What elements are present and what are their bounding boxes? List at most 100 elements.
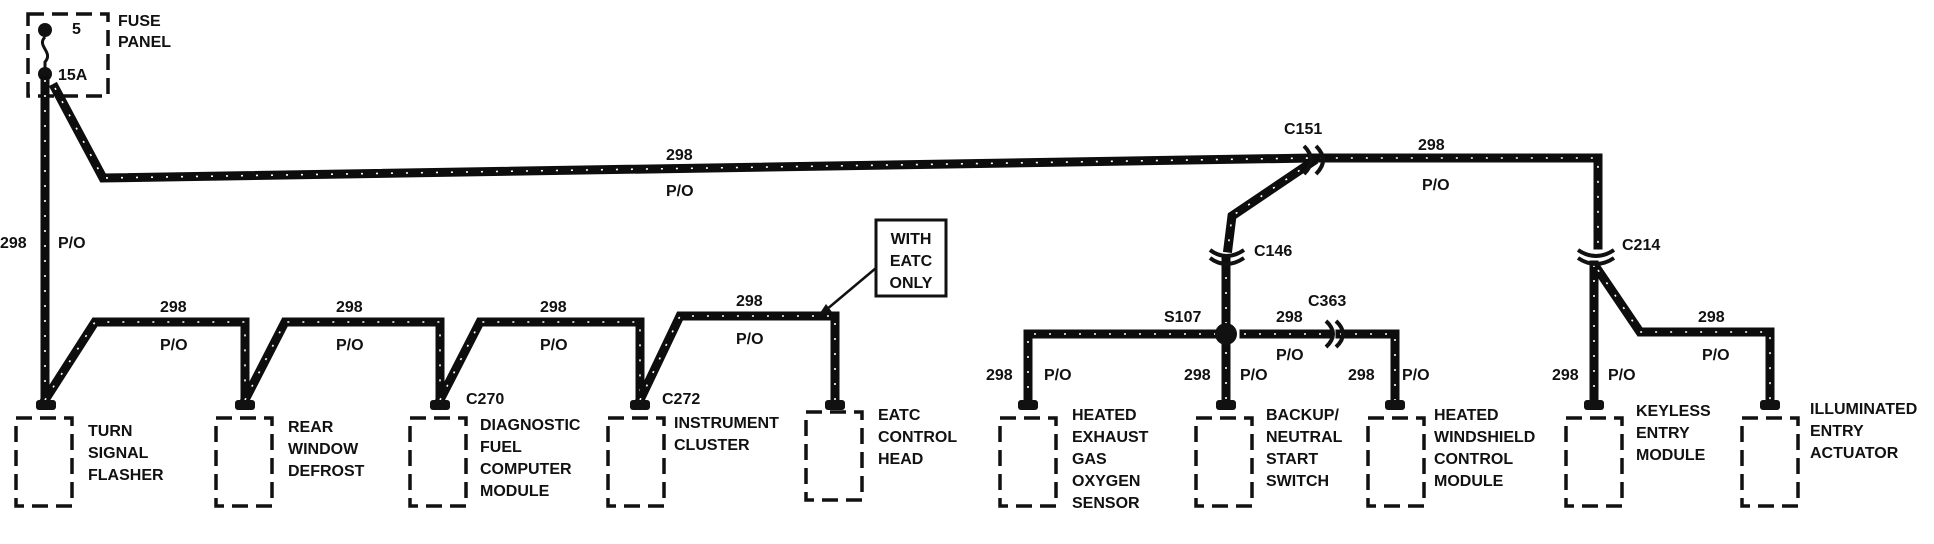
ego-label-5: SENSOR: [1072, 495, 1140, 512]
rear-window-defrost-box: [214, 416, 274, 508]
fuse-panel-label-1: FUSE: [118, 13, 161, 30]
wire-s107-ego: [1023, 329, 1221, 409]
rear-defrost-label-2: WINDOW: [288, 441, 359, 458]
eatc-label-3: HEAD: [878, 451, 923, 468]
windshield-label-1: HEATED: [1434, 407, 1499, 424]
c151-symbol-b: [1314, 144, 1325, 176]
dfcm-label-1: DIAGNOSTIC: [480, 417, 581, 434]
pin-turn: [36, 400, 56, 410]
backup-label-2: NEUTRAL: [1266, 429, 1343, 446]
eatc-note-arrow-icon: [818, 304, 832, 316]
backup-label-1: BACKUP/: [1266, 407, 1339, 424]
connector-c151-label: C151: [1284, 121, 1322, 138]
wire-label-color: P/O: [160, 337, 188, 354]
c146-symbol-a: [1208, 248, 1246, 258]
eatc-note-line2: EATC: [890, 253, 933, 270]
illuminated-label-1: ILLUMINATED: [1810, 401, 1917, 418]
ego-sensor-box: [998, 416, 1058, 508]
ego-label-4: OXYGEN: [1072, 473, 1140, 490]
wire-labels: 298 P/O 298 P/O 298 P/O 298 P/O 298 P/O …: [0, 137, 1730, 384]
pin-cluster: [630, 400, 650, 410]
dfcm-label-4: MODULE: [480, 483, 550, 500]
wire-label-color: P/O: [1608, 367, 1636, 384]
wire-label-num: 298: [1184, 367, 1211, 384]
ego-label-1: HEATED: [1072, 407, 1137, 424]
wire-label-color: P/O: [1276, 347, 1304, 364]
backup-switch-box: [1194, 416, 1254, 508]
wire-dfcm-cluster: [433, 317, 645, 409]
splice-s107-label: S107: [1164, 309, 1201, 326]
eatc-note-line1: WITH: [891, 231, 932, 248]
pin-ego: [1018, 400, 1038, 410]
dfcm-label-3: COMPUTER: [480, 461, 572, 478]
eatc-label-2: CONTROL: [878, 429, 957, 446]
eatc-control-head-box: [804, 410, 864, 502]
windshield-label-3: CONTROL: [1434, 451, 1513, 468]
eatc-note-box: [874, 218, 948, 298]
wire-defrost-dfcm: [238, 317, 445, 409]
c146-symbol-b: [1208, 256, 1246, 266]
keyless-label-2: ENTRY: [1636, 425, 1690, 442]
illuminated-label-3: ACTUATOR: [1810, 445, 1899, 462]
pin-illuminated: [1760, 400, 1780, 410]
ego-label-3: GAS: [1072, 451, 1107, 468]
connector-c270-label: C270: [466, 391, 504, 408]
wire-label-color: P/O: [58, 235, 86, 252]
wire-label-num: 298: [336, 299, 363, 316]
pin-keyless: [1584, 400, 1604, 410]
instrument-cluster-box: [606, 416, 666, 508]
wire-label-color: P/O: [540, 337, 568, 354]
connector-labels: C151 C146 C363 C214 C270 C272 S107: [466, 121, 1660, 408]
c214-symbol-b: [1576, 256, 1616, 266]
eatc-note-line3: ONLY: [890, 275, 933, 292]
connector-c146-label: C146: [1254, 243, 1292, 260]
wire-label-num: 298: [986, 367, 1013, 384]
wire-label-color: P/O: [1402, 367, 1430, 384]
wire-label-color: P/O: [1702, 347, 1730, 364]
rear-defrost-label-3: DEFROST: [288, 463, 365, 480]
wire-label-color: P/O: [336, 337, 364, 354]
wire-c363-windshield: [1335, 329, 1400, 409]
wire-label-num: 298: [1552, 367, 1579, 384]
windshield-module-box: [1366, 416, 1426, 508]
wire-label-color: P/O: [736, 331, 764, 348]
backup-label-4: SWITCH: [1266, 473, 1329, 490]
wire-label-color: P/O: [1240, 367, 1268, 384]
dfcm-box: [408, 416, 468, 508]
ego-label-2: EXHAUST: [1072, 429, 1149, 446]
wire-harness: [38, 75, 1775, 409]
pin-eatc: [825, 400, 845, 410]
terminal-pins: [36, 400, 1780, 410]
wire-label-num: 298: [540, 299, 567, 316]
wire-label-num: 298: [1348, 367, 1375, 384]
dfcm-label-2: FUEL: [480, 439, 522, 456]
illuminated-label-2: ENTRY: [1810, 423, 1864, 440]
wire-c151-c146: [1222, 155, 1319, 254]
fuse-number: 5: [72, 21, 81, 38]
pin-dfcm: [430, 400, 450, 410]
wire-label-color: P/O: [1422, 177, 1450, 194]
cluster-label-1: INSTRUMENT: [674, 415, 779, 432]
wire-label-num: 298: [1698, 309, 1725, 326]
keyless-label-3: MODULE: [1636, 447, 1706, 464]
connector-c214-label: C214: [1622, 237, 1660, 254]
keyless-entry-box: [1564, 416, 1624, 508]
rear-defrost-label-1: REAR: [288, 419, 334, 436]
c363-symbol-a: [1324, 319, 1335, 349]
wire-label-color: P/O: [666, 183, 694, 200]
c214-symbol-a: [1576, 248, 1616, 258]
windshield-label-2: WINDSHIELD: [1434, 429, 1535, 446]
eatc-note-leader: [825, 267, 877, 311]
eatc-label-1: EATC: [878, 407, 921, 424]
splice-s107-dot: [1215, 323, 1237, 345]
turn-signal-flasher-box: [14, 416, 74, 508]
wire-label-num: 298: [1276, 309, 1303, 326]
illuminated-entry-box: [1740, 416, 1800, 508]
keyless-label-1: KEYLESS: [1636, 403, 1711, 420]
fuse-panel-label-2: PANEL: [118, 34, 171, 51]
fuse-rating: 15A: [58, 67, 88, 84]
wire-label-num: 298: [1418, 137, 1445, 154]
fuse-element-icon: [40, 35, 50, 74]
c151-symbol-a: [1302, 144, 1313, 176]
